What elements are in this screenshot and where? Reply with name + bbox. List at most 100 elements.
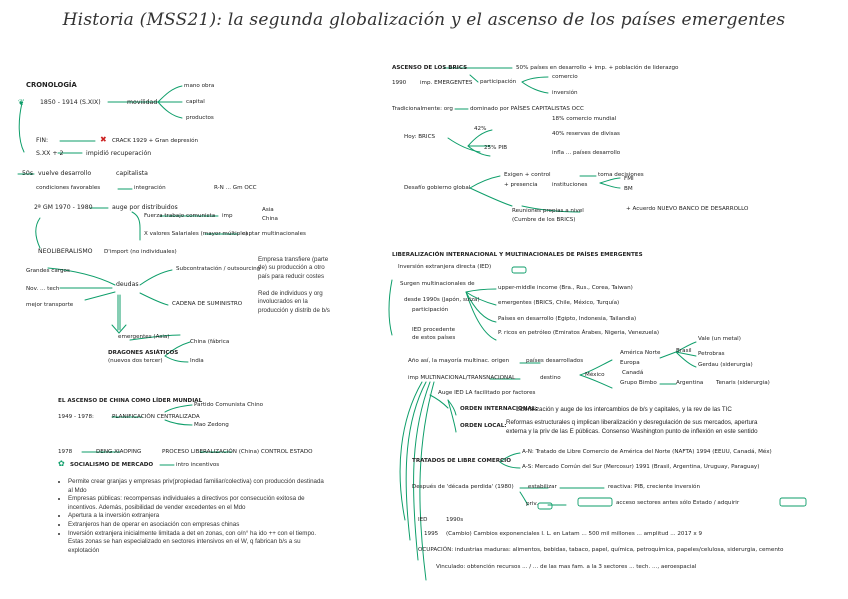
china-label: China <box>262 216 278 224</box>
year-1995: 1995 <box>424 531 438 539</box>
orden-local-text-1: Reformas estructurales q implican libera… <box>506 419 757 427</box>
presencia-label: + presencia <box>504 182 538 190</box>
s50-label: 50s <box>22 170 33 178</box>
connector-cronologia <box>19 103 24 152</box>
petrobras-label: Petrobras <box>698 351 725 359</box>
comercio-label: comercio <box>552 74 578 82</box>
brasil-label: Brasil <box>676 348 692 356</box>
argentina-label: Argentina <box>676 380 703 388</box>
fin-label: FIN: <box>36 137 48 145</box>
rn-label: R-N ... Gm OCC <box>214 185 257 193</box>
socialismo-label: SOCIALISMO DE MERCADO <box>70 462 153 470</box>
infla-label: infla ... países desarrollo <box>552 150 620 158</box>
reuniones-label: Reuniones propias a nivel <box>512 208 584 216</box>
orden-int-text: Liberalización y auge de los intercambio… <box>516 406 732 414</box>
india-label: India <box>190 358 204 366</box>
mercosur-label: A-S: Mercado Común del Sur (Mercosur) 19… <box>522 464 759 472</box>
ied-procedente: IED procedente de estos países <box>412 327 462 342</box>
china-fabrica-label: China (fábrica <box>190 339 229 347</box>
imp2-label: imp MULTINACIONAL/TRANSNACIONAL <box>408 375 515 383</box>
grupo-bimbo: Grupo Bimbo <box>620 380 657 388</box>
bullet-item: Apertura a la inversión extranjera <box>68 512 330 521</box>
movilidad-label: movilidad <box>127 99 157 107</box>
ocupacion-label: OCUPACIÓN: industrias maduras: alimentos… <box>418 547 783 555</box>
acceso-label: acceso sectores antes sólo Estado / adqu… <box>616 500 739 508</box>
mao-label: Mao Zedong <box>194 422 229 430</box>
ied-title: LIBERALIZACIÓN INTERNACIONAL Y MULTINACI… <box>392 252 643 260</box>
destino-label: destino <box>540 375 561 383</box>
vinculado-label: Vinculado: obtención recursos ... / ... … <box>436 564 696 572</box>
vale-label: Vale (un metal) <box>698 336 741 344</box>
bullet-item: Extranjeros han de operar en asociación … <box>68 521 330 530</box>
nuevos-label: (nuevos dos tercer) <box>108 358 163 366</box>
year-1990: 1990 <box>392 80 406 88</box>
p18-label: 18% comercio mundial <box>552 116 616 124</box>
acuerdo-label: + Acuerdo NUEVO BANCO DE DESARROLLO <box>626 206 748 214</box>
capitalista-label: capitalista <box>116 170 148 178</box>
cambio-label: (Cambio) Cambios exponenciales I. L. en … <box>446 531 702 539</box>
tradicional-label: Tradicionalmente: org <box>392 106 453 114</box>
deng-label: DENG XIAOPING <box>96 449 141 457</box>
subcontratacion-note: Empresa transfiere (parte de) su producc… <box>258 256 336 281</box>
grandes-label: Grandes cargos <box>26 268 70 276</box>
xix-range: 1850 - 1914 (S.XIX) <box>40 99 101 107</box>
bullet-item: Empresas públicas: recompensas individua… <box>68 495 330 512</box>
ricos-label: P. ricos en petróleo (Emiratos Árabes, N… <box>498 330 659 338</box>
cumbre-label: (Cumbre de los BRICS) <box>512 217 575 225</box>
tomas-label: toma decisiones <box>598 172 644 180</box>
cross-icon: ✖ <box>100 136 107 144</box>
upper-label: upper-middle income (Bra., Rus., Corea, … <box>498 285 633 293</box>
productos-label: productos <box>186 115 214 123</box>
emergentes2-label: emergentes (BRICS, Chile, México, Turquí… <box>498 300 619 308</box>
tratados-label: TRATADOS DE LIBRE COMERCIO <box>412 458 511 466</box>
emergentes-label: emergentes (Asia) <box>118 334 170 342</box>
tlcan-label: A-N: Tratado de Libre Comercio de Améric… <box>522 449 772 457</box>
seal-icon: ✿ <box>58 460 65 468</box>
europa-label: Europa <box>620 360 640 368</box>
nov-label: Nov. ... tech <box>26 286 59 294</box>
surgen-label: Surgen multinacionales de <box>400 281 475 289</box>
paises-des2: países desarrollados <box>526 358 583 366</box>
cronologia-label: CRONOLOGÍA <box>26 82 77 90</box>
ied-bottom: IED <box>418 517 428 525</box>
china-header: EL ASCENSO DE CHINA COMO LÍDER MUNDIAL <box>58 398 202 406</box>
mano-obra-label: mano obra <box>184 83 214 91</box>
p40-label: 40% reservas de divisas <box>552 131 620 139</box>
deudas-label: deudas <box>116 281 139 289</box>
dominado-label: dominado por PAÍSES CAPITALISTAS OCC <box>470 106 584 114</box>
despues-label: Después de 'década perdida' (1980) <box>412 484 514 492</box>
import-label: D'import (no individuales) <box>104 249 177 257</box>
canada-label: Canadá <box>622 370 643 378</box>
cadena-note: Red de individuos y org involucrados en … <box>258 290 338 315</box>
exigen-label: Exigen + control <box>504 172 551 180</box>
vuelve-label: vuelve desarrollo <box>38 170 91 178</box>
auge-ied-label: Auge IED LA facilitado por factores <box>438 390 535 398</box>
box-privatizacion <box>578 498 612 506</box>
capital-label: capital <box>186 99 205 107</box>
proceso-label: PROCESO LIBERALIZACIÓN (China) CONTROL E… <box>162 449 313 457</box>
intro-label: intro incentivos <box>176 462 219 470</box>
china-years: 1949 - 1978: <box>58 414 94 422</box>
imp-emergentes: imp. EMERGENTES <box>420 80 472 88</box>
impidio-label: impidió recuperación <box>86 150 151 158</box>
integracion-label: integración <box>134 185 166 193</box>
bullet-item: Permite crear granjas y empresas priv(pr… <box>68 478 330 495</box>
auge-label: auge por distribuidos <box>112 204 178 212</box>
paises-desarrollo: Países en desarrollo (Egipto, Indonesia,… <box>498 316 636 324</box>
tenaris-label: Tenaris (siderurgia) <box>716 380 770 388</box>
crack-label: CRACK 1929 + Gran depresión <box>112 138 198 146</box>
desafio-label: Desafío gobierno global <box>404 185 470 193</box>
orden-local-text-2: externa y la priv de las E públicas. Con… <box>506 428 758 436</box>
brics-title: ASCENSO DE LOS BRICS <box>392 65 467 73</box>
captar-label: captar multinacionales <box>242 231 306 239</box>
economia-label: 50% países en desarrollo + imp. + poblac… <box>516 65 678 73</box>
condiciones-label: condiciones favorables <box>36 185 100 193</box>
ano-label: Año así, la mayoría multinac. origen <box>408 358 509 366</box>
orden-local-label: ORDEN LOCAL: <box>460 423 507 431</box>
gm-range: 2ª GM 1970 - 1980 <box>34 204 93 212</box>
gerdau-label: Gerdau (siderurgia) <box>698 362 753 370</box>
asia-label: Asia <box>262 207 274 215</box>
x-values-label: X valores Salariales (mayor múltiple) <box>144 231 247 239</box>
instituciones-label: instituciones <box>552 182 587 190</box>
year-1990s: 1990s <box>446 517 463 525</box>
